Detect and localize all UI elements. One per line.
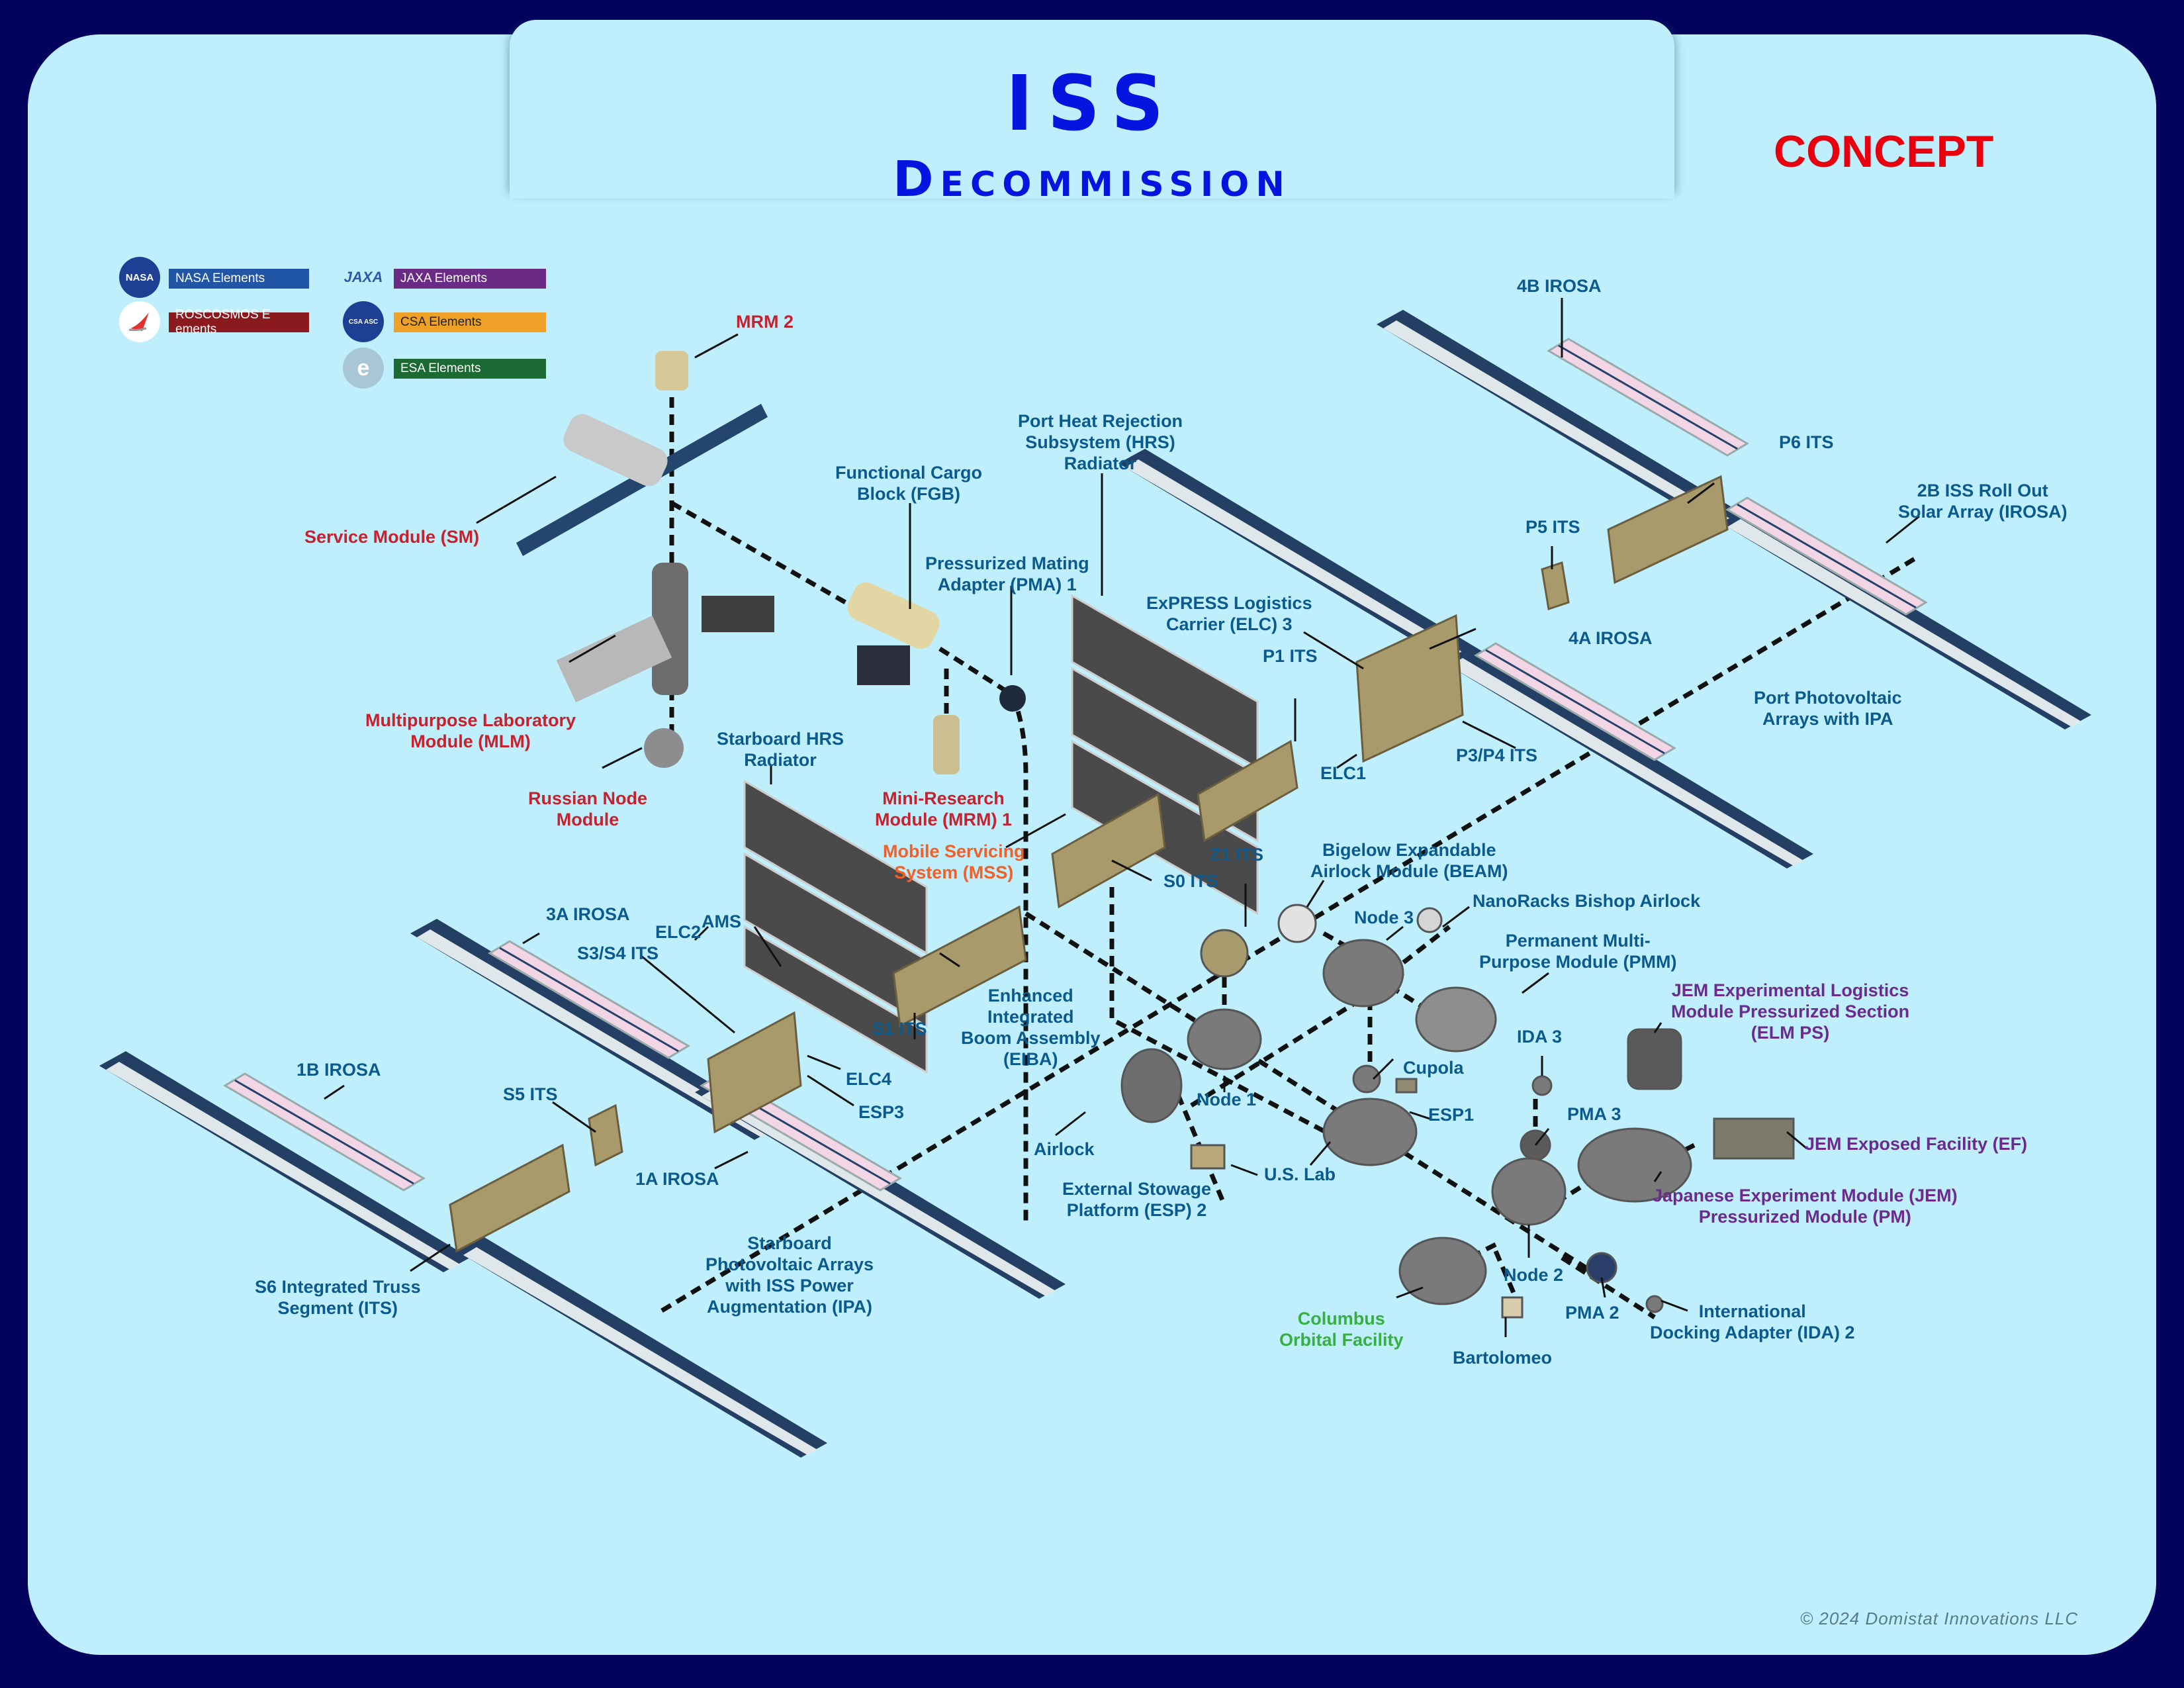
legend-item-esa: ESA Elements [394,357,546,380]
csa-logo-icon: CSA ASC [343,301,384,342]
russian-segment [516,351,1026,774]
label-mrm2: MRM 2 [736,312,794,332]
label-us-lab: U.S. Lab [1264,1164,1336,1184]
legend-item-nasa: NASA Elements [169,267,309,290]
label-bartolomeo: Bartolomeo [1453,1348,1553,1368]
label-s1: S1 ITS [872,1019,927,1039]
label-fgb: Functional Cargo Block (FGB) [835,463,982,504]
leader-lines [324,298,1920,1337]
label-irosa-4a: 4A IROSA [1569,628,1653,648]
label-irosa-1a: 1A IROSA [635,1169,719,1189]
label-node2: Node 2 [1504,1265,1564,1285]
label-z1: Z1 ITS [1210,845,1264,865]
label-ida2: International Docking Adapter (IDA) 2 [1650,1301,1855,1342]
label-stbd-hrs: Starboard HRS Radiator [717,729,844,770]
label-jem-pm: Japanese Experiment Module (JEM) Pressur… [1653,1186,1958,1227]
label-irosa-1b: 1B IROSA [296,1060,381,1080]
label-s5: S5 ITS [503,1084,558,1104]
label-pmm: Permanent Multi- Purpose Module (PMM) [1479,931,1677,972]
label-s3s4: S3/S4 ITS [577,943,659,963]
label-beam: Bigelow Expandable Airlock Module (BEAM) [1310,840,1508,881]
poster-title: ISS [1005,58,1179,148]
concept-stamp: CONCEPT [1774,126,1994,177]
label-p6: P6 ITS [1779,432,1834,452]
label-p3p4: P3/P4 ITS [1456,745,1538,765]
legend-item-roscosmos: ROSCOSMOS E ements [169,308,309,336]
label-p1: P1 ITS [1263,646,1318,666]
roscosmos-logo-icon [119,301,160,342]
esa-logo-icon: e [343,348,384,389]
poster-subtitle: Decommission [893,151,1291,208]
label-elc1: ELC1 [1320,763,1367,783]
label-elc2: ELC2 [655,922,702,942]
label-s6: S6 Integrated Truss Segment (ITS) [255,1277,421,1318]
label-eiba: Enhanced Integrated Boom Assembly (EIBA) [961,986,1101,1069]
label-cupola: Cupola [1403,1058,1464,1078]
legend-item-jaxa: JAXA Elements [394,267,546,290]
label-stbd-pv: Starboard Photovoltaic Arrays with ISS P… [705,1233,874,1317]
label-ida3: IDA 3 [1517,1027,1563,1047]
label-esp3: ESP3 [858,1102,905,1122]
label-p5: P5 ITS [1525,517,1580,537]
label-node1: Node 1 [1197,1090,1257,1109]
title-tab: ISS Decommission [510,20,1674,208]
label-mrm1: Mini-Research Module (MRM) 1 [875,788,1012,829]
radiators [743,594,1259,1074]
label-mlm: Multipurpose Laboratory Module (MLM) [365,710,576,751]
label-mss: Mobile Servicing System (MSS) [883,841,1025,882]
label-pma3: PMA 3 [1567,1104,1621,1124]
label-elc3: ExPRESS Logistics Carrier (ELC) 3 [1146,593,1312,634]
label-irosa-2b: 2B ISS Roll Out Solar Array (IROSA) [1898,481,2068,522]
label-airlock: Airlock [1034,1139,1095,1159]
label-pma2: PMA 2 [1565,1303,1619,1323]
label-service-module: Service Module (SM) [304,527,480,547]
label-port-hrs: Port Heat Rejection Subsystem (HRS) Radi… [1018,411,1183,473]
label-jem-ef: JEM Exposed Facility (EF) [1805,1134,2028,1154]
label-ams: AMS [702,912,741,931]
label-irosa-4b: 4B IROSA [1517,276,1602,296]
label-columbus: Columbus Orbital Facility [1279,1309,1404,1350]
label-esp2: External Stowage Platform (ESP) 2 [1062,1179,1212,1220]
label-russian-node: Russian Node Module [528,788,648,829]
jaxa-logo-icon: JAXA [343,269,383,285]
label-pma1: Pressurized Mating Adapter (PMA) 1 [925,553,1089,594]
pressurized-modules [1120,904,1795,1319]
label-nanoracks: NanoRacks Bishop Airlock [1473,891,1701,911]
nasa-logo-icon: NASA [119,257,160,298]
truss-segments [449,475,1729,1253]
label-s0: S0 ITS [1163,871,1218,891]
label-elc4: ELC4 [846,1069,892,1089]
label-irosa-3a: 3A IROSA [546,904,630,924]
label-elm-ps: JEM Experimental Logistics Module Pressu… [1671,980,1910,1043]
copyright-notice: © 2024 Domistat Innovations LLC [1800,1609,2079,1628]
label-node3: Node 3 [1354,908,1414,927]
label-port-pv: Port Photovoltaic Arrays with IPA [1754,688,1902,729]
legend-item-csa: CSA Elements [394,311,546,334]
label-esp1: ESP1 [1428,1105,1475,1125]
